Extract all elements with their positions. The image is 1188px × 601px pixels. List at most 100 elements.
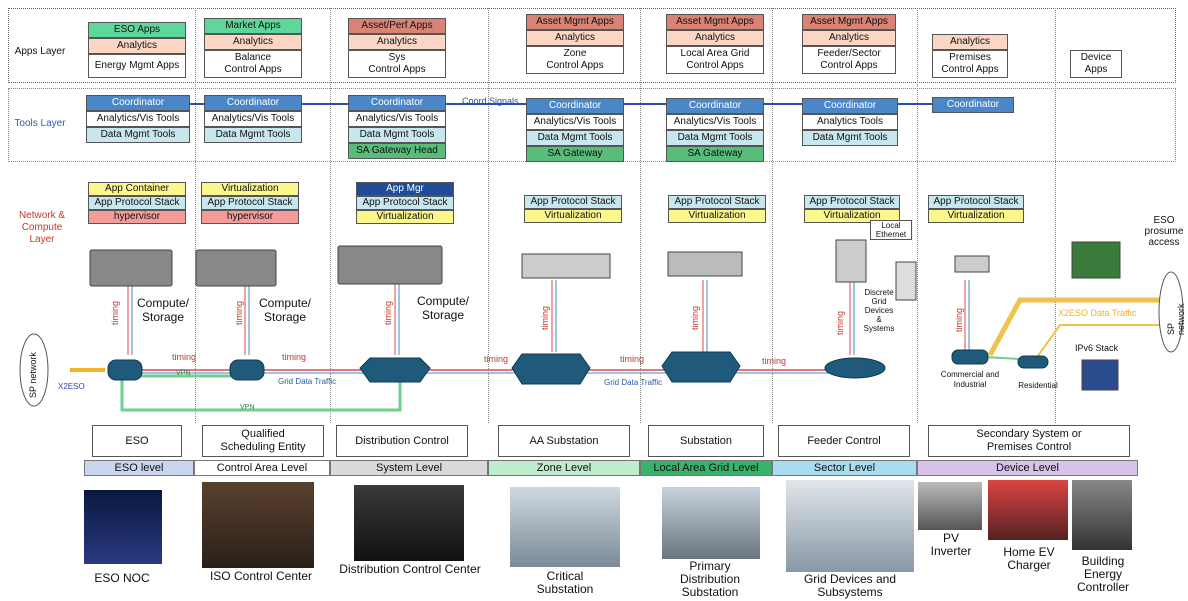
compute-row[interactable]: hypervisor bbox=[88, 210, 186, 224]
level-sector[interactable]: Sector Level bbox=[772, 460, 917, 476]
tool-row[interactable]: Analytics/Vis Tools bbox=[86, 111, 190, 127]
x2eso-label: X2ESO bbox=[58, 382, 85, 391]
level-eso[interactable]: ESO level bbox=[84, 460, 194, 476]
tool-row[interactable]: Coordinator bbox=[802, 98, 898, 114]
tool-row[interactable]: Data Mgmt Tools bbox=[526, 130, 624, 146]
caption-building: Building Energy Controller bbox=[1076, 554, 1130, 594]
app-row[interactable]: Balance Control Apps bbox=[204, 50, 302, 78]
apps-zone: Asset Mgmt Apps Analytics Zone Control A… bbox=[526, 14, 624, 74]
app-row[interactable]: Asset Mgmt Apps bbox=[802, 14, 896, 30]
compute-local-area: App Protocol Stack Virtualization bbox=[668, 195, 766, 223]
tool-row[interactable]: Coordinator bbox=[526, 98, 624, 114]
tool-row[interactable]: Analytics/Vis Tools bbox=[348, 111, 446, 127]
compute-market: Virtualization App Protocol Stack hyperv… bbox=[201, 182, 299, 224]
entity-eso[interactable]: ESO bbox=[92, 425, 182, 457]
compute-row[interactable]: App Container bbox=[88, 182, 186, 196]
tool-row[interactable]: Coordinator bbox=[932, 97, 1014, 113]
distribution-control-photo bbox=[354, 485, 464, 561]
tool-row[interactable]: SA Gateway Head bbox=[348, 143, 446, 159]
compute-row[interactable]: hypervisor bbox=[201, 210, 299, 224]
caption-iso: ISO Control Center bbox=[209, 569, 313, 583]
app-row[interactable]: Analytics bbox=[526, 30, 624, 46]
tool-row[interactable]: Data Mgmt Tools bbox=[802, 130, 898, 146]
app-row[interactable]: Analytics bbox=[932, 34, 1008, 50]
level-system[interactable]: System Level bbox=[330, 460, 488, 476]
app-row[interactable]: Analytics bbox=[204, 34, 302, 50]
building-controller-photo bbox=[1072, 480, 1132, 550]
grid-devices-photo bbox=[786, 480, 914, 572]
sep bbox=[917, 8, 918, 423]
app-row[interactable]: Asset Mgmt Apps bbox=[526, 14, 624, 30]
discrete-devices-label: Discrete Grid Devices & Systems bbox=[863, 288, 895, 333]
tool-row[interactable]: Data Mgmt Tools bbox=[204, 127, 302, 143]
entity-aa-substation[interactable]: AA Substation bbox=[498, 425, 630, 457]
tool-row[interactable]: Analytics/Vis Tools bbox=[204, 111, 302, 127]
timing-label: timing bbox=[172, 352, 197, 362]
apps-eso: ESO Apps Analytics Energy Mgmt Apps bbox=[88, 22, 186, 78]
tool-row[interactable]: Coordinator bbox=[666, 98, 764, 114]
primary-substation-photo bbox=[662, 487, 760, 559]
app-row[interactable]: Asset Mgmt Apps bbox=[666, 14, 764, 30]
level-local-area[interactable]: Local Area Grid Level bbox=[640, 460, 772, 476]
tool-row[interactable]: SA Gateway bbox=[526, 146, 624, 162]
app-row[interactable]: Analytics bbox=[802, 30, 896, 46]
tool-row[interactable]: Analytics/Vis Tools bbox=[526, 114, 624, 130]
compute-row[interactable]: Virtualization bbox=[201, 182, 299, 196]
tool-row[interactable]: Analytics Tools bbox=[802, 114, 898, 130]
app-row[interactable]: Premises Control Apps bbox=[932, 50, 1008, 78]
level-zone[interactable]: Zone Level bbox=[488, 460, 640, 476]
tools-eso: Coordinator Analytics/Vis Tools Data Mgm… bbox=[86, 95, 190, 143]
app-row[interactable]: Local Area Grid Control Apps bbox=[666, 46, 764, 74]
entity-feeder-control[interactable]: Feeder Control bbox=[778, 425, 910, 457]
compute-row[interactable]: App Protocol Stack bbox=[928, 195, 1024, 209]
sp-network-label: SP network bbox=[1166, 303, 1186, 335]
timing-label: timing bbox=[835, 310, 845, 335]
entity-distribution-control[interactable]: Distribution Control bbox=[336, 425, 468, 457]
tool-row[interactable]: Data Mgmt Tools bbox=[348, 127, 446, 143]
compute-row[interactable]: Virtualization bbox=[804, 209, 900, 223]
compute-row[interactable]: App Mgr bbox=[356, 182, 454, 196]
tools-market: Coordinator Analytics/Vis Tools Data Mgm… bbox=[204, 95, 302, 143]
tool-row[interactable]: Coordinator bbox=[86, 95, 190, 111]
tools-feeder: Coordinator Analytics Tools Data Mgmt To… bbox=[802, 98, 898, 146]
timing-label: timing bbox=[234, 300, 244, 325]
app-row[interactable]: Analytics bbox=[88, 38, 186, 54]
critical-substation-photo bbox=[510, 487, 620, 567]
compute-row[interactable]: Virtualization bbox=[928, 209, 1024, 223]
compute-row[interactable]: Virtualization bbox=[668, 209, 766, 223]
compute-storage-label: Compute/ Storage bbox=[136, 296, 190, 324]
entity-substation[interactable]: Substation bbox=[648, 425, 764, 457]
compute-row[interactable]: Virtualization bbox=[524, 209, 622, 223]
compute-row[interactable]: App Protocol Stack bbox=[356, 196, 454, 210]
apps-layer-label: Apps Layer bbox=[14, 46, 66, 57]
compute-row[interactable]: App Protocol Stack bbox=[88, 196, 186, 210]
compute-row[interactable]: App Protocol Stack bbox=[804, 195, 900, 209]
app-row[interactable]: Asset/Perf Apps bbox=[348, 18, 446, 34]
tool-row[interactable]: Analytics/Vis Tools bbox=[666, 114, 764, 130]
level-control-area[interactable]: Control Area Level bbox=[194, 460, 330, 476]
compute-row[interactable]: App Protocol Stack bbox=[668, 195, 766, 209]
level-device[interactable]: Device Level bbox=[917, 460, 1138, 476]
app-row[interactable]: Market Apps bbox=[204, 18, 302, 34]
tool-row[interactable]: Data Mgmt Tools bbox=[86, 127, 190, 143]
compute-row[interactable]: App Protocol Stack bbox=[524, 195, 622, 209]
app-row[interactable]: Device Apps bbox=[1070, 50, 1122, 78]
vpn-label: VPN bbox=[240, 404, 255, 411]
app-row[interactable]: Feeder/Sector Control Apps bbox=[802, 46, 896, 74]
app-row[interactable]: ESO Apps bbox=[88, 22, 186, 38]
entity-secondary-system[interactable]: Secondary System or Premises Control bbox=[928, 425, 1130, 457]
app-row[interactable]: Sys Control Apps bbox=[348, 50, 446, 78]
app-row[interactable]: Analytics bbox=[666, 30, 764, 46]
compute-row[interactable]: App Protocol Stack bbox=[201, 196, 299, 210]
tool-row[interactable]: SA Gateway bbox=[666, 146, 764, 162]
tool-row[interactable]: Coordinator bbox=[204, 95, 302, 111]
app-row[interactable]: Energy Mgmt Apps bbox=[88, 54, 186, 78]
compute-row[interactable]: Virtualization bbox=[356, 210, 454, 224]
app-row[interactable]: Analytics bbox=[348, 34, 446, 50]
tool-row[interactable]: Data Mgmt Tools bbox=[666, 130, 764, 146]
tool-row[interactable]: Coordinator bbox=[348, 95, 446, 111]
timing-label: timing bbox=[954, 307, 964, 332]
sep bbox=[640, 8, 641, 423]
app-row[interactable]: Zone Control Apps bbox=[526, 46, 624, 74]
entity-qse[interactable]: Qualified Scheduling Entity bbox=[202, 425, 324, 457]
